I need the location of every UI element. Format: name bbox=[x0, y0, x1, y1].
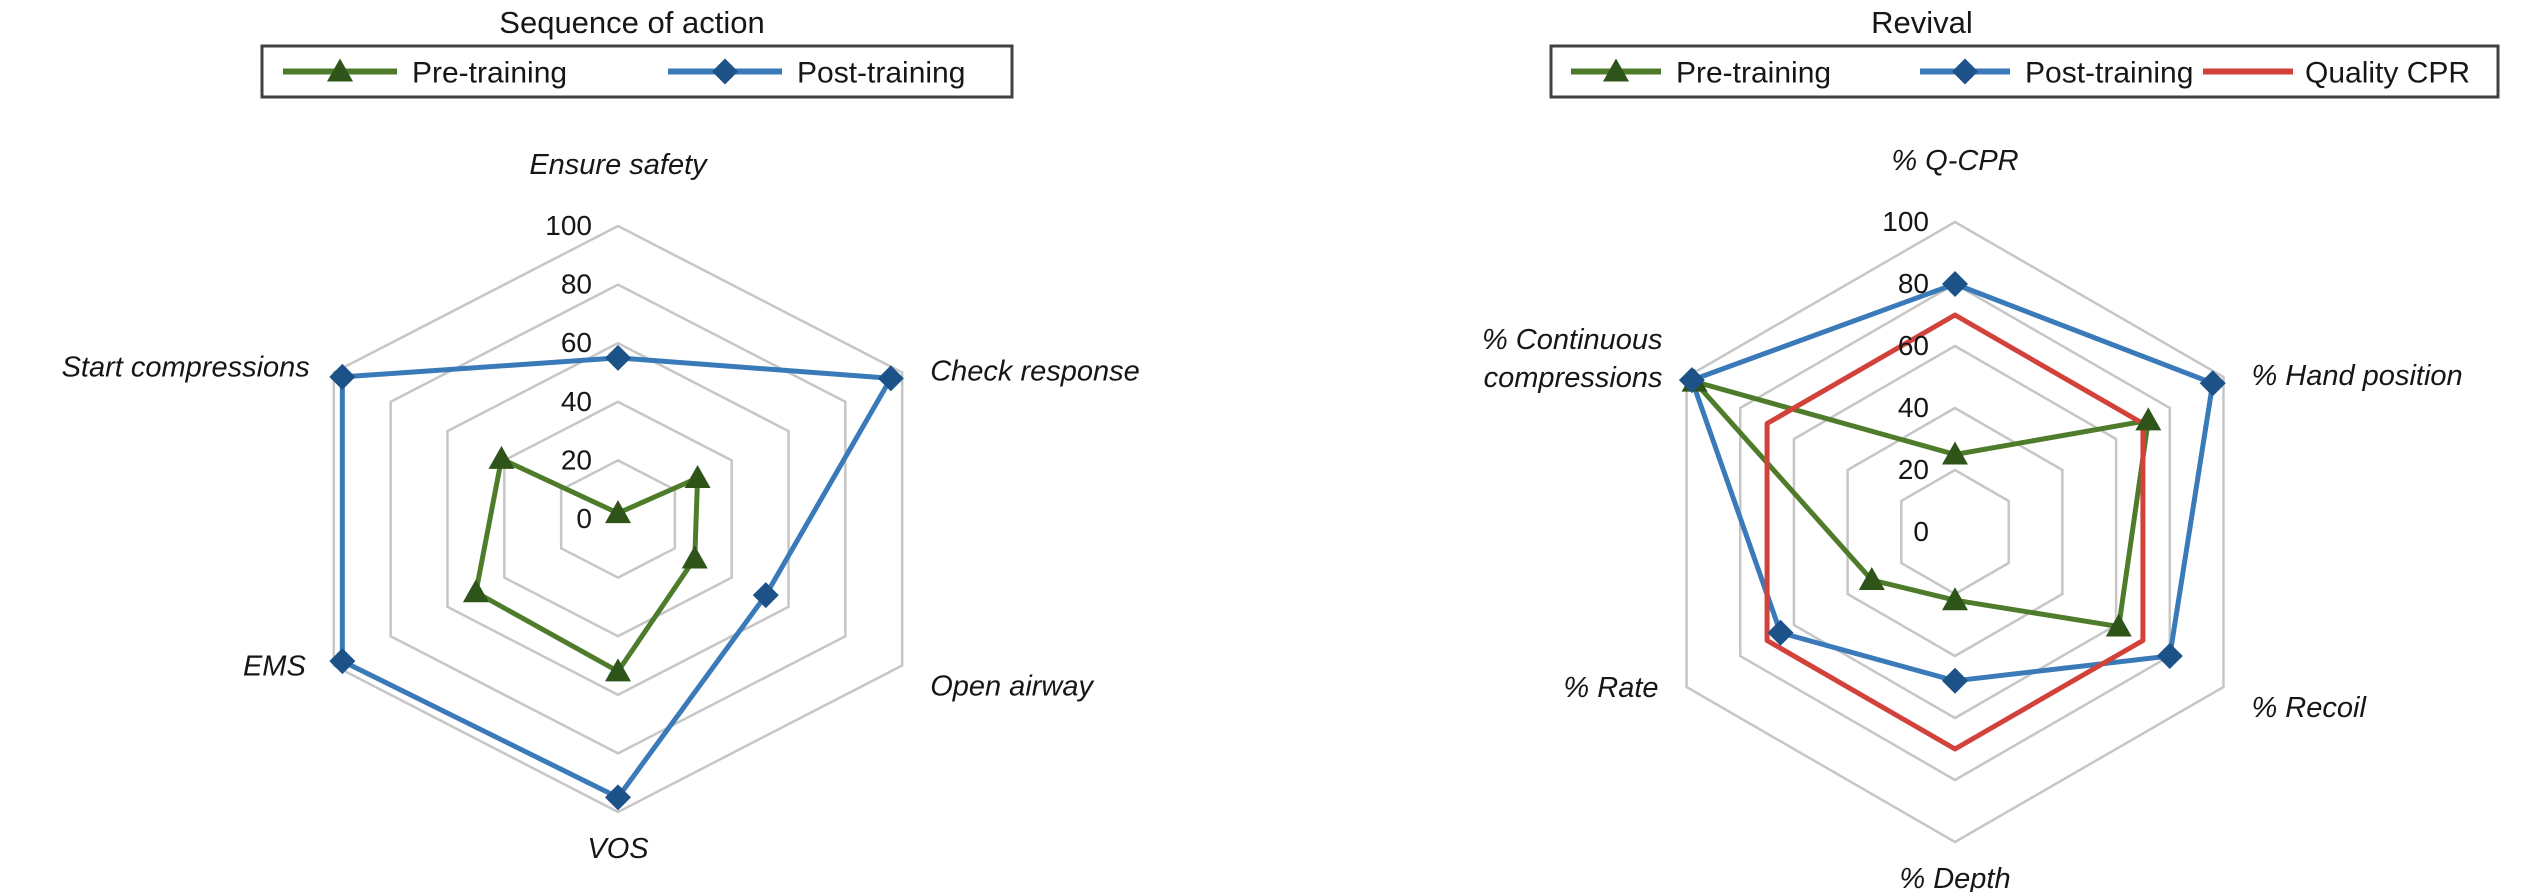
triangle-marker bbox=[488, 445, 515, 469]
triangle-marker bbox=[1942, 441, 1968, 465]
legend-label-pre-training: Pre-training bbox=[1676, 57, 1831, 90]
axis-label-check-response: Check response bbox=[930, 356, 1140, 388]
legend-label-post-training: Post-training bbox=[2025, 57, 2193, 90]
axis-label--hand-position: % Hand position bbox=[2251, 360, 2462, 392]
tick-label-60: 60 bbox=[561, 327, 592, 358]
triangle-marker bbox=[2105, 613, 2132, 637]
diamond-marker bbox=[1942, 271, 1968, 297]
axis-label-ensure-safety: Ensure safety bbox=[529, 149, 708, 181]
chart-title-left: Sequence of action bbox=[499, 5, 764, 40]
tick-label-40: 40 bbox=[561, 386, 592, 417]
legend-right: Pre-training Post-training Quality CPR bbox=[1571, 57, 2470, 90]
tick-label-0: 0 bbox=[576, 503, 592, 534]
tick-label-100: 100 bbox=[545, 210, 592, 241]
diamond-marker bbox=[752, 582, 779, 609]
legend-label-post-training: Post-training bbox=[797, 57, 965, 90]
axis-label-vos: VOS bbox=[587, 833, 649, 865]
tick-label-20: 20 bbox=[1898, 454, 1929, 485]
axis-label--continuous-compressions: compressions bbox=[1484, 362, 1663, 394]
radar-chart-revival: 0 20 40 60 80 100 % Q-CPR % Hand position % Reco… bbox=[1482, 145, 2463, 892]
diamond-marker bbox=[605, 344, 631, 371]
diamond-marker bbox=[605, 784, 631, 811]
legend-label-pre-training: Pre-training bbox=[412, 57, 567, 90]
grid-ring-40 bbox=[1846, 406, 2064, 658]
diamond-marker bbox=[1942, 667, 1968, 694]
tick-label-0: 0 bbox=[1913, 516, 1929, 547]
triangle-marker bbox=[1858, 567, 1885, 591]
legend-box-right bbox=[1549, 44, 2500, 99]
diamond-marker bbox=[1767, 619, 1794, 646]
tick-label-80: 80 bbox=[561, 269, 592, 300]
axis-label--q-cpr: % Q-CPR bbox=[1891, 145, 2018, 177]
axis-label-start-compressions: Start compressions bbox=[62, 352, 310, 384]
triangle-marker bbox=[605, 658, 631, 682]
axis-label--recoil: % Recoil bbox=[2251, 692, 2367, 724]
diamond-marker bbox=[1678, 367, 1705, 394]
tick-label-40: 40 bbox=[1898, 392, 1929, 423]
grid-ring-60 bbox=[1792, 344, 2118, 720]
tick-label-100: 100 bbox=[1882, 206, 1929, 237]
diamond-marker bbox=[329, 648, 356, 675]
grid-ring-60 bbox=[446, 341, 790, 697]
axis-label--rate: % Rate bbox=[1563, 672, 1658, 704]
diamond-marker bbox=[2199, 370, 2226, 397]
tick-label-20: 20 bbox=[561, 444, 592, 475]
triangle-marker bbox=[327, 58, 353, 82]
axis-label-open-airway: Open airway bbox=[930, 671, 1094, 703]
triangle-marker bbox=[681, 545, 708, 569]
chart-title-right: Revival bbox=[1871, 5, 1973, 40]
triangle-marker bbox=[684, 464, 711, 488]
diamond-marker bbox=[712, 58, 738, 85]
axis-label--depth: % Depth bbox=[1899, 863, 2010, 892]
legend-left: Pre-training Post-training bbox=[283, 57, 965, 90]
tick-label-60: 60 bbox=[1898, 330, 1929, 361]
triangle-marker bbox=[1942, 587, 1968, 611]
triangle-marker bbox=[2135, 407, 2162, 431]
triangle-marker bbox=[462, 579, 489, 603]
legend-label-quality-cpr: Quality CPR bbox=[2305, 57, 2470, 90]
triangle-marker bbox=[605, 500, 631, 524]
grid-ring-80 bbox=[1738, 282, 2172, 782]
tick-label-80: 80 bbox=[1898, 268, 1929, 299]
axis-label--continuous-compressions: % Continuous bbox=[1482, 324, 1663, 356]
grid-ring-80 bbox=[389, 283, 847, 755]
diamond-marker bbox=[2156, 643, 2183, 669]
diamond-marker bbox=[1952, 58, 1978, 85]
triangle-marker bbox=[1603, 58, 1629, 82]
diamond-marker bbox=[877, 365, 904, 392]
series-line-post-training bbox=[1689, 281, 2216, 684]
axis-label-ems: EMS bbox=[243, 651, 307, 683]
diamond-marker bbox=[329, 363, 356, 390]
